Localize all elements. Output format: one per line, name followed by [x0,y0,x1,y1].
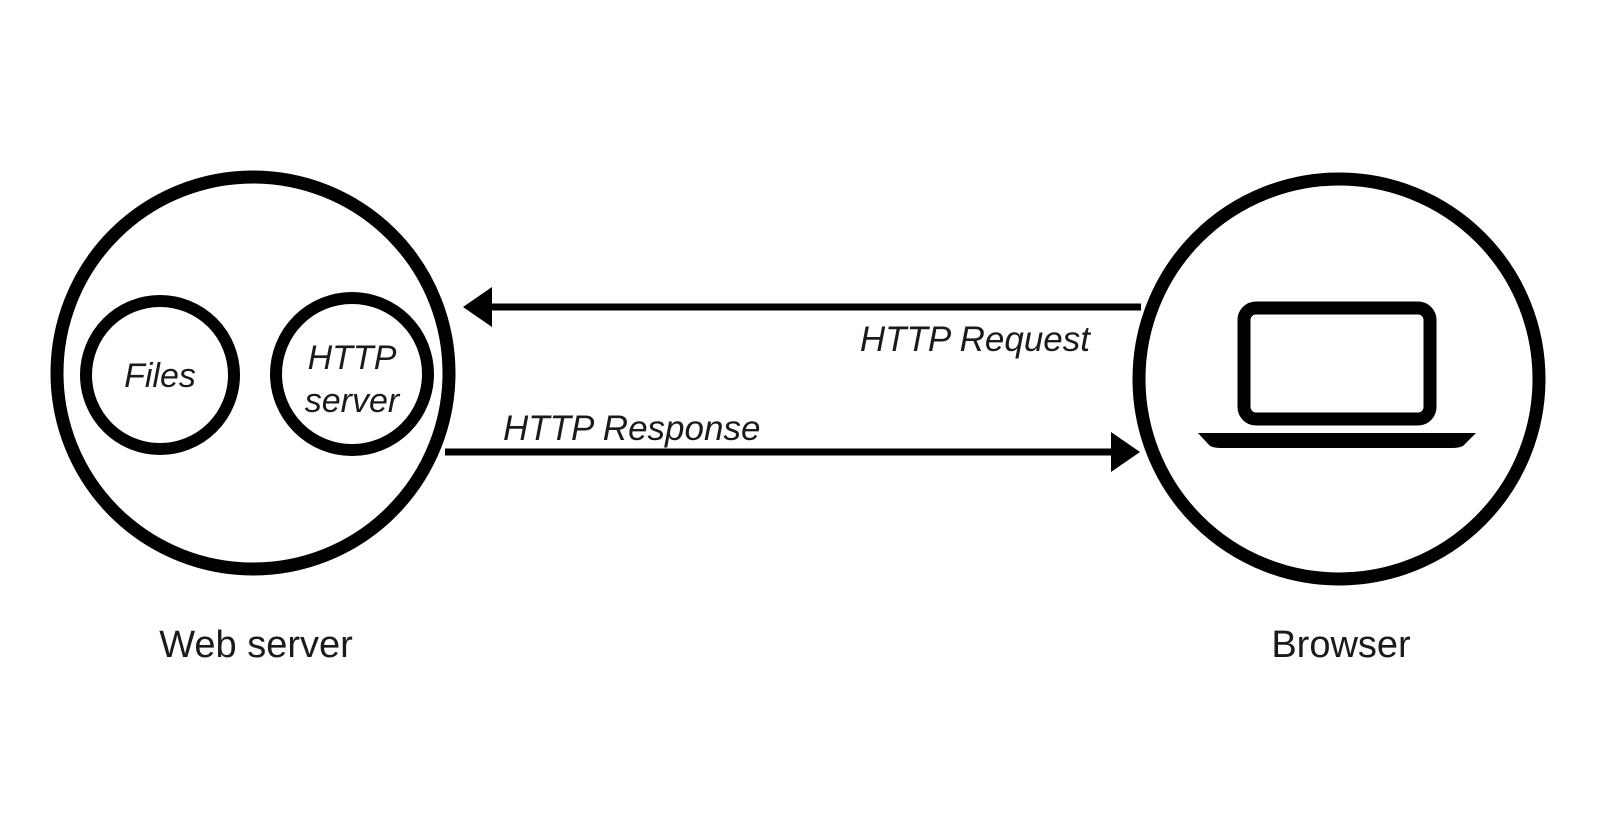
http-response-arrowhead-icon [1111,432,1140,472]
laptop-icon [1198,301,1476,448]
files-circle [80,295,240,455]
web-server-node-label: Web server [159,624,353,666]
http-request-arrow: HTTP Request [463,287,1141,359]
http-request-label: HTTP Request [860,320,1091,359]
http-request-arrowhead-icon [463,287,492,327]
laptop-screen [1237,301,1437,426]
web-server-node: Files HTTP server Web server [50,170,456,666]
laptop-base [1198,433,1476,448]
http-server-circle [270,292,434,456]
browser-node-label: Browser [1271,624,1411,666]
web-server-circle [50,170,456,576]
files-label: Files [124,357,196,395]
browser-node: Browser [1132,172,1546,666]
http-response-label: HTTP Response [503,409,760,448]
http-server-label-line1: HTTP [308,339,397,377]
http-response-arrow: HTTP Response [445,409,1140,472]
http-server-label-line2: server [305,382,401,420]
